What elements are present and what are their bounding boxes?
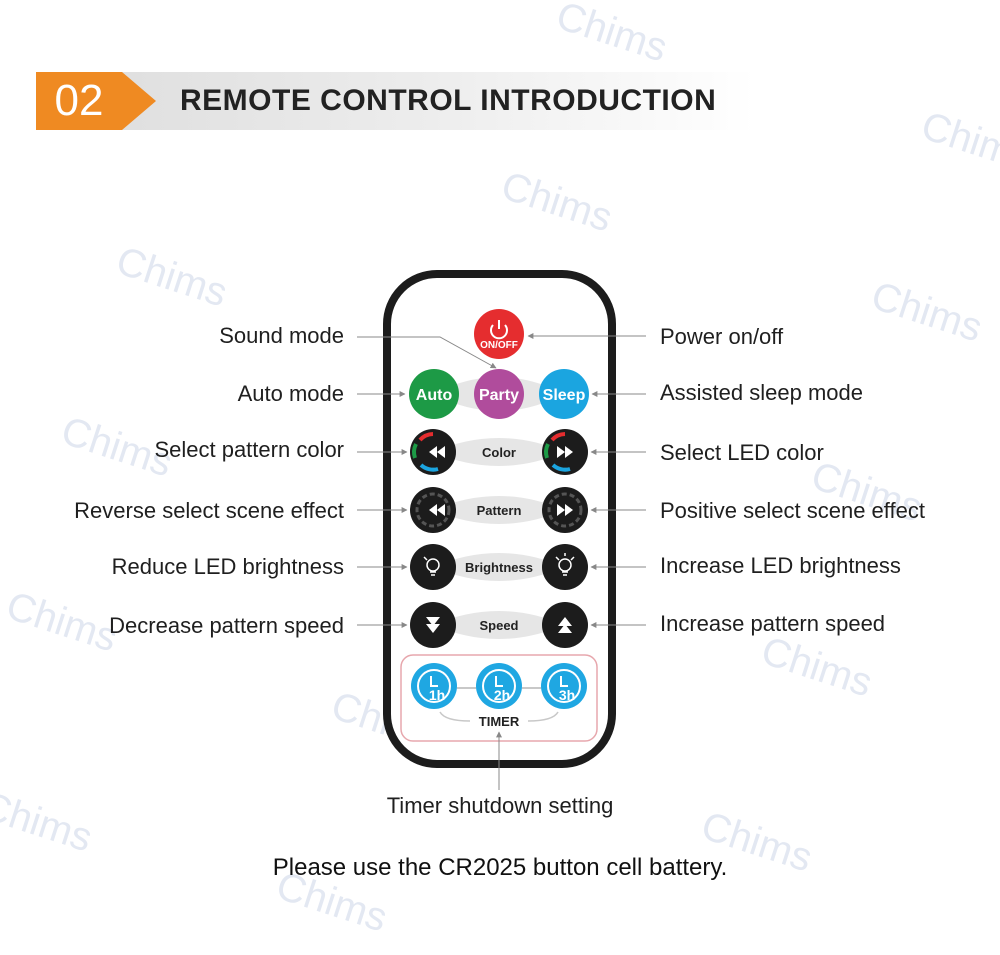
speed-down-button[interactable] xyxy=(410,602,456,648)
section-header: 02 REMOTE CONTROL INTRODUCTION xyxy=(36,72,756,130)
color-forward-button[interactable] xyxy=(542,429,588,475)
label-select-led-color: Select LED color xyxy=(660,440,824,465)
timer-1h-button[interactable]: 1h xyxy=(411,663,457,709)
clock-icon xyxy=(482,669,516,703)
leader-lines xyxy=(357,333,646,790)
brightness-label: Brightness xyxy=(465,560,533,575)
label-auto-mode: Auto mode xyxy=(237,381,344,406)
chevron-down-icon xyxy=(426,617,440,633)
label-assisted-sleep-mode: Assisted sleep mode xyxy=(660,380,863,405)
bulb-icon xyxy=(423,556,440,576)
rewind-icon xyxy=(429,504,445,516)
brightness-down-button[interactable] xyxy=(410,544,456,590)
brightness-up-button[interactable] xyxy=(542,544,588,590)
power-button[interactable]: ON/OFF xyxy=(474,309,524,359)
label-sound-mode: Sound mode xyxy=(219,323,344,348)
bulb-icon xyxy=(555,553,575,576)
color-label: Color xyxy=(482,445,516,460)
pattern-label: Pattern xyxy=(477,503,522,518)
label-increase-led-brightness: Increase LED brightness xyxy=(660,553,901,578)
button-wings xyxy=(433,377,564,639)
timer-label: TIMER xyxy=(479,714,520,729)
power-icon xyxy=(490,320,508,340)
party-button[interactable]: Party xyxy=(474,369,524,419)
power-button-label: ON/OFF xyxy=(480,340,518,351)
label-reverse-select-scene-effect: Reverse select scene effect xyxy=(74,498,344,523)
section-number-arrow xyxy=(122,72,156,130)
timer-1h-label: 1h xyxy=(429,687,445,703)
label-select-pattern-color: Select pattern color xyxy=(154,437,344,462)
timer-3h-label: 3h xyxy=(559,687,575,703)
clock-icon xyxy=(547,669,581,703)
label-positive-select-scene-effect: Positive select scene effect xyxy=(660,498,925,523)
timer-3h-button[interactable]: 3h xyxy=(541,663,587,709)
label-timer-shutdown-setting: Timer shutdown setting xyxy=(386,793,614,818)
label-power-on-off: Power on/off xyxy=(660,324,784,349)
pattern-reverse-button[interactable] xyxy=(410,487,456,533)
section-title: REMOTE CONTROL INTRODUCTION xyxy=(180,84,717,117)
label-increase-pattern-speed: Increase pattern speed xyxy=(660,611,886,636)
rewind-icon xyxy=(429,446,445,458)
label-decrease-pattern-speed: Decrease pattern speed xyxy=(109,613,344,638)
sleep-button-label: Sleep xyxy=(543,387,586,404)
timer-2h-label: 2h xyxy=(494,687,510,703)
battery-note: Please use the CR2025 button cell batter… xyxy=(272,854,728,881)
fast-forward-icon xyxy=(557,504,573,516)
section-number: 02 xyxy=(36,72,122,130)
party-button-label: Party xyxy=(479,387,519,404)
speed-label: Speed xyxy=(479,618,518,633)
speed-up-button[interactable] xyxy=(542,602,588,648)
label-reduce-led-brightness: Reduce LED brightness xyxy=(111,554,344,579)
clock-icon xyxy=(417,669,451,703)
color-reverse-button[interactable] xyxy=(410,429,456,475)
auto-button-label: Auto xyxy=(416,387,453,404)
pattern-forward-button[interactable] xyxy=(542,487,588,533)
auto-button[interactable]: Auto xyxy=(409,369,459,419)
timer-2h-button[interactable]: 2h xyxy=(476,663,522,709)
sleep-button[interactable]: Sleep xyxy=(539,369,589,419)
fast-forward-icon xyxy=(557,446,573,458)
chevron-up-icon xyxy=(558,617,572,633)
header-band xyxy=(36,72,756,130)
